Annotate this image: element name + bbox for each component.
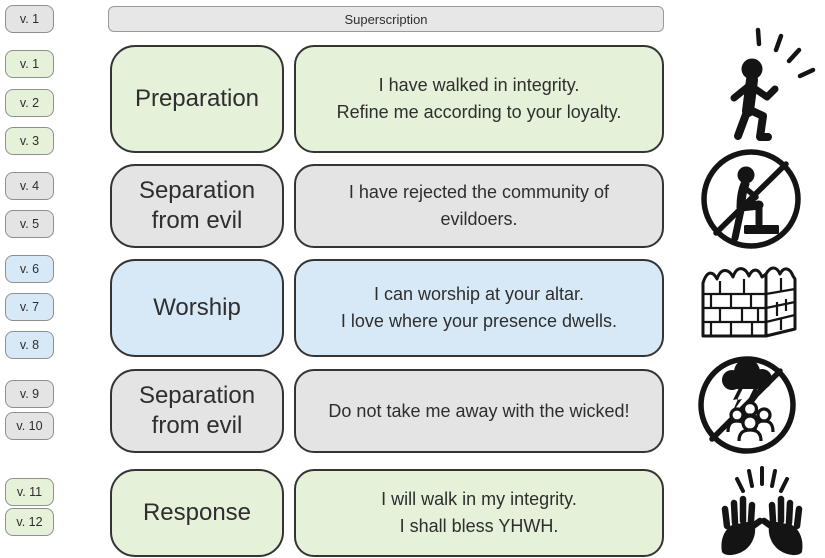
section-quote-preparation: I have walked in integrity. Refine me ac…: [294, 45, 664, 153]
verse-badge: v. 12: [5, 508, 54, 536]
section-label-worship: Worship: [110, 259, 284, 357]
section-label-separation-2: Separation from evil: [110, 369, 284, 453]
verse-badge: v. 11: [5, 478, 54, 506]
section-quote-separation-1: I have rejected the community of evildoe…: [294, 164, 664, 248]
walking-person-icon: [730, 27, 816, 141]
verse-badge: v. 6: [5, 255, 54, 283]
superscription-bar: Superscription: [108, 6, 664, 32]
verse-badge: v. 1: [5, 50, 54, 78]
section-quote-separation-2: Do not take me away with the wicked!: [294, 369, 664, 453]
verse-badge-superscription: v. 1: [5, 5, 54, 33]
verse-badge: v. 2: [5, 89, 54, 117]
verse-badge: v. 10: [5, 412, 54, 440]
verse-badge: v. 3: [5, 127, 54, 155]
section-quote-worship: I can worship at your altar. I love wher…: [294, 259, 664, 357]
verse-badge: v. 5: [5, 210, 54, 238]
praising-hands-icon: [721, 466, 803, 556]
no-storm-over-crowd-icon: [698, 356, 796, 454]
section-label-preparation: Preparation: [110, 45, 284, 153]
section-quote-response: I will walk in my integrity. I shall ble…: [294, 469, 664, 557]
verse-badge: v. 4: [5, 172, 54, 200]
section-label-response: Response: [110, 469, 284, 557]
no-sitting-prohibition-icon: [701, 149, 801, 249]
section-label-separation-1: Separation from evil: [110, 164, 284, 248]
verse-badge: v. 7: [5, 293, 54, 321]
altar-icon: [701, 266, 797, 338]
verse-badge: v. 8: [5, 331, 54, 359]
verse-badge: v. 9: [5, 380, 54, 408]
